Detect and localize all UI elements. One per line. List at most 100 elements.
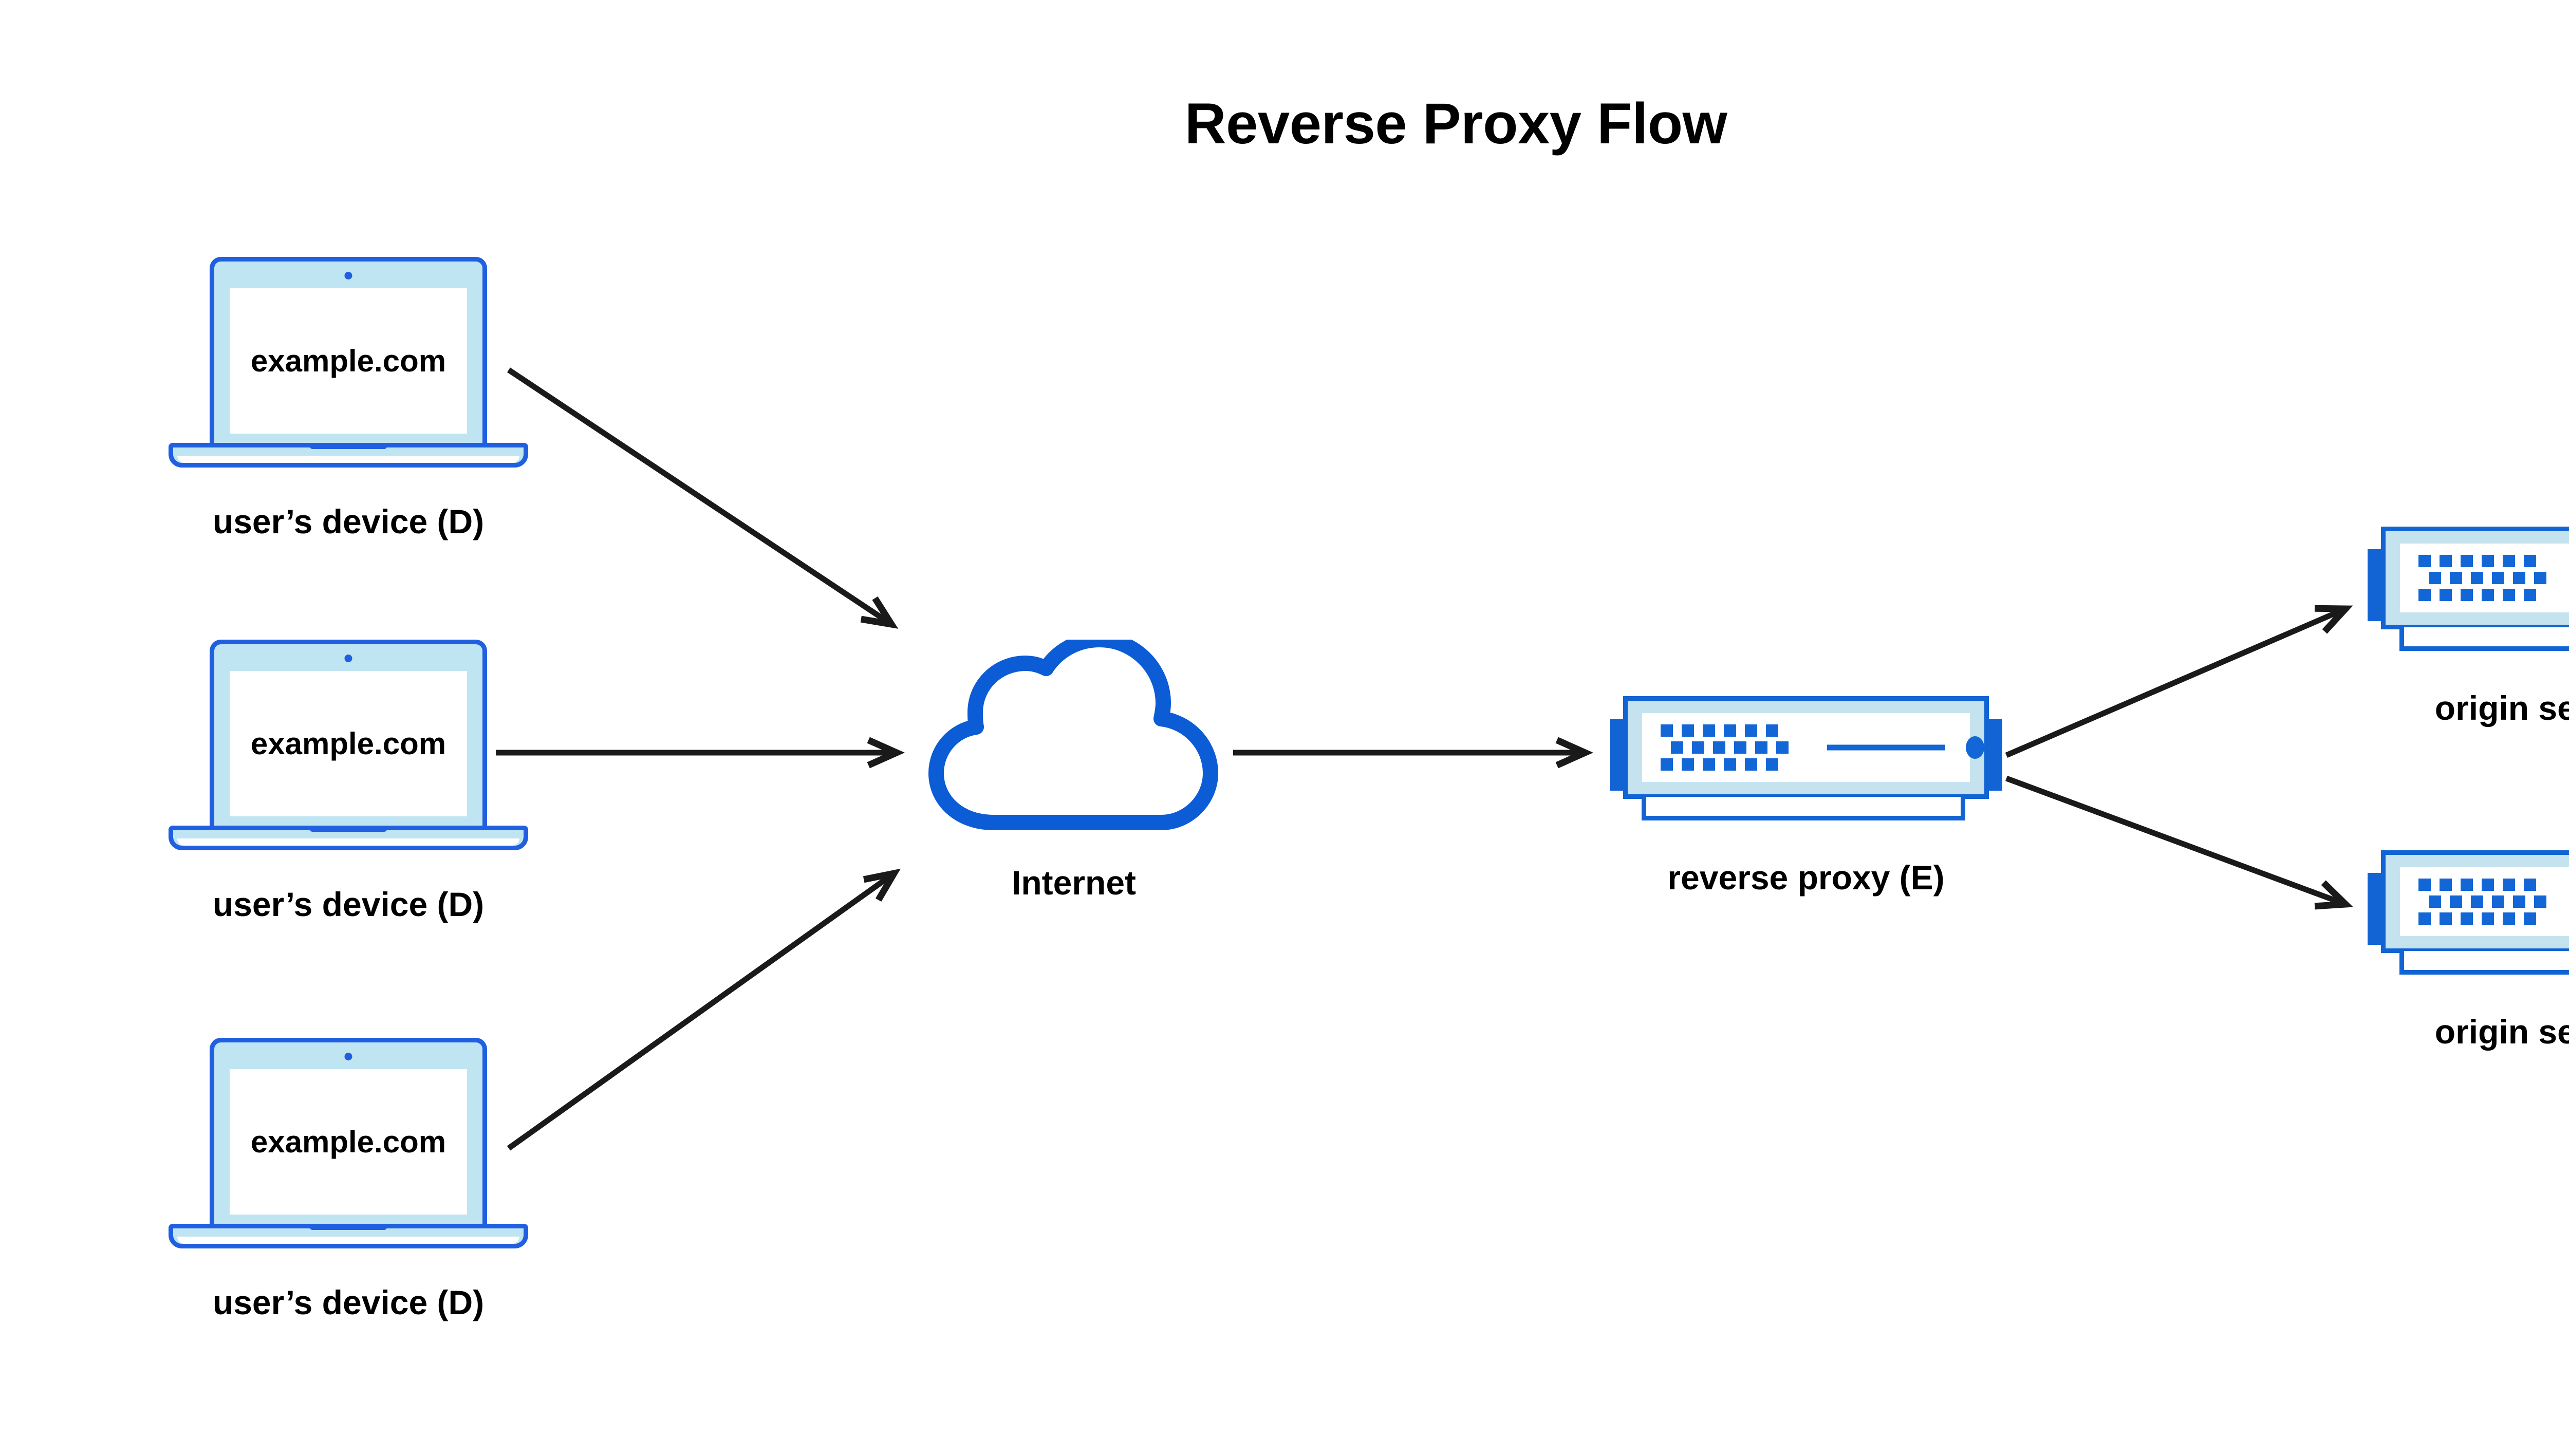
server-port-dot [1745, 758, 1757, 771]
server-port-dot [2429, 895, 2441, 908]
server-port-dot [1682, 758, 1694, 771]
server-foot [1642, 797, 1965, 820]
server-port-grid-icon [1661, 724, 1789, 771]
server-port-dot [2524, 589, 2536, 601]
server-port-dot [2513, 895, 2525, 908]
internet-label: Internet [1011, 864, 1137, 902]
server-port-dot [2534, 572, 2546, 584]
laptop-base-inner [177, 1237, 519, 1244]
server-port-dot [1703, 724, 1715, 737]
server-body [2381, 527, 2569, 629]
server-tab-left [1610, 719, 1623, 791]
server-front-panel [1642, 713, 1984, 782]
server-port-dot [2482, 879, 2494, 891]
server-port-dot [2471, 895, 2483, 908]
laptop-icon-device-2: example.com [169, 640, 528, 855]
reverse-proxy-label: reverse proxy (E) [1667, 858, 1945, 897]
origin-2-label: origin server (F) [2434, 1013, 2569, 1051]
screen-url-text: example.com [250, 343, 446, 378]
page-title: Reverse Proxy Flow [1184, 91, 1727, 156]
server-port-dot [2440, 555, 2452, 567]
laptop-icon-device-3: example.com [169, 1038, 528, 1254]
server-port-dot [1692, 741, 1704, 754]
server-icon-origin-1 [2368, 527, 2569, 655]
laptop-trackpad-notch [310, 443, 387, 449]
server-foot [2399, 627, 2569, 651]
server-port-dot [2418, 879, 2431, 891]
laptop-base-inner [177, 456, 519, 463]
server-port-dot [2482, 555, 2494, 567]
server-port-dot [2503, 589, 2515, 601]
server-tab-left [2368, 549, 2381, 621]
server-port-dot [2418, 589, 2431, 601]
arrow-reverse-proxy-to-origin-1 [2005, 605, 2353, 758]
server-tab-left [2368, 873, 2381, 945]
server-port-grid-icon [2418, 555, 2547, 601]
server-port-dot [2418, 912, 2431, 925]
server-status-line-icon [1827, 744, 1945, 751]
server-port-dot [2461, 879, 2473, 891]
laptop-screen: example.com [230, 671, 467, 816]
laptop-trackpad-notch [310, 1224, 387, 1230]
screen-url-text: example.com [250, 1124, 446, 1159]
server-tab-right [1989, 719, 2002, 791]
server-port-dot [1724, 724, 1736, 737]
server-port-dot [2418, 555, 2431, 567]
server-port-dot [2492, 895, 2504, 908]
camera-dot-icon [344, 272, 352, 279]
server-port-dot [2503, 879, 2515, 891]
camera-dot-icon [344, 655, 352, 662]
server-port-dot [2482, 912, 2494, 925]
device-2-label: user’s device (D) [212, 885, 485, 923]
server-port-dot [2471, 572, 2483, 584]
server-port-dot [2534, 895, 2546, 908]
server-port-dot [2440, 879, 2452, 891]
server-icon-origin-2 [2368, 850, 2569, 979]
server-port-dot [2482, 589, 2494, 601]
server-front-panel [2400, 544, 2569, 612]
server-port-dot [1734, 741, 1746, 754]
cloud-icon-internet [920, 640, 1228, 845]
server-port-dot [2461, 555, 2473, 567]
server-port-dot [2524, 912, 2536, 925]
origin-1-label: origin server (F) [2434, 689, 2569, 727]
laptop-lid: example.com [210, 257, 487, 447]
server-port-dot [2461, 912, 2473, 925]
server-port-dot [2429, 572, 2441, 584]
device-1-label: user’s device (D) [212, 502, 485, 540]
server-port-dot [2503, 912, 2515, 925]
server-port-dot [1724, 758, 1736, 771]
server-port-dot [2450, 572, 2462, 584]
server-port-dot [1713, 741, 1725, 754]
device-3-label: user’s device (D) [212, 1283, 485, 1321]
server-port-dot [2524, 555, 2536, 567]
arrow-device-1-to-internet [507, 367, 899, 629]
laptop-lid: example.com [210, 640, 487, 830]
arrow-device-2-to-internet [496, 737, 905, 769]
server-port-dot [1671, 741, 1683, 754]
server-port-dot [2524, 879, 2536, 891]
laptop-icon-device-1: example.com [169, 257, 528, 473]
screen-url-text: example.com [250, 726, 446, 761]
laptop-trackpad-notch [310, 826, 387, 832]
arrow-internet-to-reverse-proxy [1233, 737, 1593, 769]
laptop-lid: example.com [210, 1038, 487, 1228]
server-port-dot [2492, 572, 2504, 584]
server-port-dot [1703, 758, 1715, 771]
server-port-dot [2440, 589, 2452, 601]
server-icon-reverse-proxy [1610, 696, 2002, 825]
server-led-icon [1966, 736, 1984, 759]
server-port-dot [1661, 724, 1673, 737]
server-port-dot [2440, 912, 2452, 925]
server-port-dot [1661, 758, 1673, 771]
server-port-dot [1766, 724, 1778, 737]
server-port-dot [1755, 741, 1767, 754]
server-foot [2399, 951, 2569, 975]
server-front-panel [2400, 867, 2569, 936]
server-body [1623, 696, 1989, 799]
server-port-grid-icon [2418, 879, 2547, 925]
server-port-dot [2513, 572, 2525, 584]
server-port-dot [2461, 589, 2473, 601]
server-port-dot [1766, 758, 1778, 771]
